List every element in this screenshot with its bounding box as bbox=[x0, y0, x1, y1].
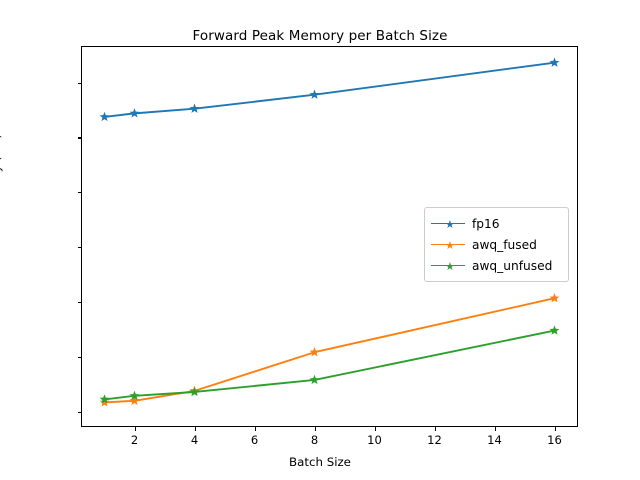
x-tick-mark bbox=[554, 426, 556, 431]
data-point-marker bbox=[99, 394, 110, 404]
chart-title: Forward Peak Memory per Batch Size bbox=[192, 28, 448, 44]
series-line bbox=[103, 297, 556, 404]
data-point-marker bbox=[549, 293, 560, 303]
y-tick-mark bbox=[77, 192, 82, 194]
y-axis-label: Forward Peak Memory (MB) bbox=[0, 133, 3, 297]
y-tick-mark bbox=[77, 411, 82, 413]
legend-item-awq_fused[interactable]: ★ awq_fused bbox=[431, 234, 562, 255]
data-point-marker bbox=[99, 111, 110, 122]
x-tick-mark bbox=[194, 426, 196, 431]
data-point-marker bbox=[129, 390, 140, 401]
x-tick-label: 8 bbox=[310, 433, 319, 447]
legend-item-awq_unfused[interactable]: ★ awq_unfused bbox=[431, 255, 562, 276]
x-tick-mark bbox=[494, 426, 496, 431]
y-tick-mark bbox=[77, 137, 82, 139]
star-icon: ★ bbox=[445, 218, 455, 231]
y-tick-mark bbox=[77, 356, 82, 358]
data-point-marker bbox=[309, 374, 320, 385]
plot-clip bbox=[82, 47, 577, 426]
legend-swatch-icon: ★ bbox=[431, 259, 465, 273]
x-tick-mark bbox=[374, 426, 376, 431]
x-tick-mark bbox=[434, 426, 436, 431]
series-layer bbox=[99, 57, 560, 407]
legend-label: awq_fused bbox=[472, 237, 537, 252]
x-tick-mark bbox=[254, 426, 256, 431]
x-tick-label: 14 bbox=[487, 433, 502, 447]
legend-swatch-icon: ★ bbox=[431, 238, 465, 252]
data-point-marker bbox=[549, 57, 560, 67]
x-tick-label: 10 bbox=[367, 433, 382, 447]
plot-area: 600080001000012000140001600018000 246810… bbox=[77, 46, 578, 447]
star-icon: ★ bbox=[445, 260, 455, 273]
data-point-marker bbox=[309, 347, 320, 357]
series-fp16 bbox=[99, 57, 560, 122]
data-point-marker bbox=[129, 395, 140, 405]
data-point-marker bbox=[549, 325, 560, 335]
series-awq_fused bbox=[99, 293, 560, 407]
data-point-marker bbox=[129, 108, 140, 118]
data-point-marker bbox=[99, 397, 110, 407]
legend-item-fp16[interactable]: ★ fp16 bbox=[431, 213, 562, 234]
series-line bbox=[103, 329, 556, 401]
data-point-marker bbox=[189, 103, 200, 113]
x-tick-label: 12 bbox=[427, 433, 442, 447]
x-axis-label: Batch Size bbox=[289, 455, 351, 469]
series-line bbox=[103, 61, 556, 118]
y-tick-mark bbox=[77, 302, 82, 304]
legend-label: awq_unfused bbox=[472, 258, 553, 273]
data-point-marker bbox=[189, 386, 200, 397]
y-tick-mark bbox=[77, 247, 82, 249]
series-awq_unfused bbox=[99, 325, 560, 404]
star-icon: ★ bbox=[445, 239, 455, 252]
x-tick-label: 16 bbox=[547, 433, 562, 447]
x-tick-mark bbox=[314, 426, 316, 431]
x-tick-mark bbox=[134, 426, 136, 431]
legend-label: fp16 bbox=[472, 216, 500, 231]
x-tick-label: 2 bbox=[130, 433, 139, 447]
legend-swatch-icon: ★ bbox=[431, 217, 465, 231]
x-tick-label: 6 bbox=[250, 433, 259, 447]
data-point-marker bbox=[309, 89, 320, 99]
y-tick-mark bbox=[77, 82, 82, 84]
x-tick-label: 4 bbox=[190, 433, 199, 447]
chart-legend[interactable]: ★ fp16 ★ awq_fused ★ awq_unfused bbox=[424, 207, 569, 282]
